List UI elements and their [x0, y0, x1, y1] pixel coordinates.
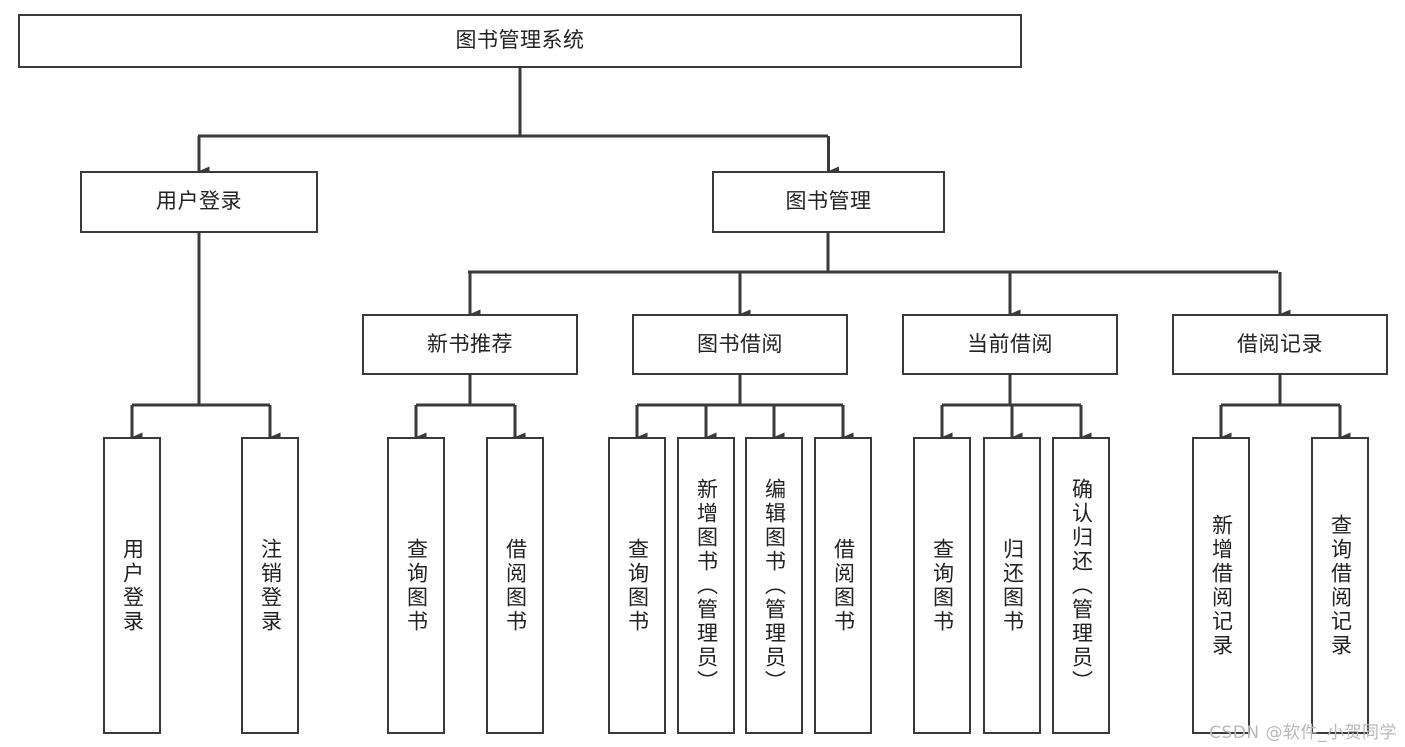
- node-leaf-borrow-book-recommend[interactable]: 借阅图书: [486, 437, 544, 734]
- node-current-borrow[interactable]: 当前借阅: [902, 314, 1118, 375]
- node-borrow-record[interactable]: 借阅记录: [1172, 314, 1388, 375]
- node-label: 图书管理系统: [455, 28, 585, 53]
- node-leaf-query-book-current[interactable]: 查询图书: [913, 437, 971, 734]
- node-leaf-add-borrow-record[interactable]: 新增借阅记录: [1192, 437, 1250, 734]
- node-leaf-query-book-borrow[interactable]: 查询图书: [608, 437, 666, 734]
- node-book-borrow[interactable]: 图书借阅: [632, 314, 848, 375]
- node-label: 新书推荐: [427, 331, 513, 356]
- node-leaf-return-book[interactable]: 归还图书: [983, 437, 1041, 734]
- node-label: 用户登录: [120, 537, 145, 634]
- node-label: 借阅图书: [503, 537, 528, 634]
- watermark-text: CSDN @软件_小贺同学: [1209, 723, 1397, 743]
- node-book-management[interactable]: 图书管理: [712, 171, 945, 233]
- node-label: 编辑图书（管理员）: [762, 477, 787, 694]
- node-leaf-edit-book[interactable]: 编辑图书（管理员）: [745, 437, 803, 734]
- node-label: 归还图书: [1000, 537, 1025, 634]
- node-label: 借阅记录: [1237, 331, 1323, 356]
- node-label: 查询图书: [404, 537, 429, 634]
- node-leaf-confirm-return[interactable]: 确认归还（管理员）: [1052, 437, 1110, 734]
- node-label: 用户登录: [156, 189, 242, 214]
- node-leaf-add-book[interactable]: 新增图书（管理员）: [677, 437, 735, 734]
- node-label: 注销登录: [258, 537, 283, 634]
- node-label: 图书借阅: [697, 331, 783, 356]
- node-leaf-query-borrow-record[interactable]: 查询借阅记录: [1311, 437, 1369, 734]
- node-label: 图书管理: [785, 189, 872, 214]
- node-leaf-query-book-recommend[interactable]: 查询图书: [387, 437, 445, 734]
- node-leaf-user-login[interactable]: 用户登录: [103, 437, 161, 734]
- node-label: 新增图书（管理员）: [694, 477, 719, 694]
- connector-paths: [130, 68, 1351, 442]
- node-leaf-logout[interactable]: 注销登录: [241, 437, 299, 734]
- node-leaf-borrow-book[interactable]: 借阅图书: [814, 437, 872, 734]
- node-label: 当前借阅: [967, 331, 1053, 356]
- node-user-login[interactable]: 用户登录: [80, 171, 318, 233]
- node-label: 确认归还（管理员）: [1069, 477, 1094, 694]
- node-label: 查询图书: [930, 537, 955, 634]
- node-label: 查询借阅记录: [1328, 513, 1353, 658]
- node-label: 借阅图书: [831, 537, 856, 634]
- node-label: 新增借阅记录: [1209, 513, 1234, 658]
- node-root[interactable]: 图书管理系统: [18, 14, 1022, 68]
- node-label: 查询图书: [625, 537, 650, 634]
- node-new-book-recommend[interactable]: 新书推荐: [362, 314, 578, 375]
